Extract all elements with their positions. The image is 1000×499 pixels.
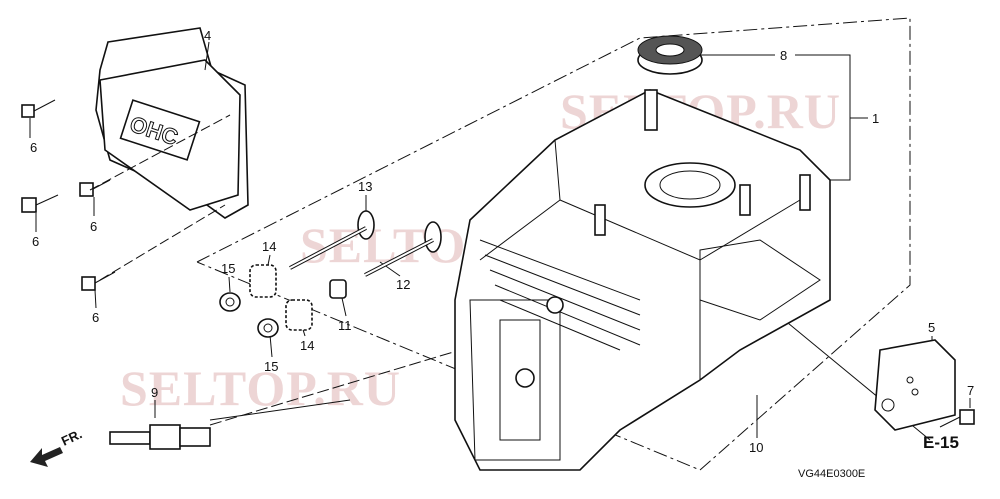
bolt-icon [21,99,116,291]
callout-10: 10 [749,440,763,455]
callout-13: 13 [358,179,372,194]
head-cover: OHC [95,27,249,219]
crankcase [454,89,831,471]
callouts: 4 6 6 6 6 8 1 13 14 15 12 11 14 15 9 10 … [30,28,974,480]
callout-8: 8 [780,48,787,63]
callout-15: 15 [264,359,278,374]
assembly-frame [196,17,911,471]
callout-14: 14 [300,338,314,353]
callout-14: 14 [262,239,276,254]
callout-11: 11 [338,318,352,333]
callout-1: 1 [872,111,879,126]
cover-plate [874,339,975,431]
oil-seal [637,35,703,75]
callout-6: 6 [90,219,97,234]
valve-spring [219,264,347,338]
reference-label: E-15 [923,433,959,452]
callout-15: 15 [221,261,235,276]
callout-9: 9 [151,385,158,400]
callout-6: 6 [92,310,99,325]
callout-7: 7 [967,383,974,398]
watermark: SELTOP.RU [120,360,401,416]
diagram-code: VG44E0300E [798,468,865,480]
front-direction-arrow: FR. [30,426,84,467]
callout-12: 12 [396,277,410,292]
callout-6: 6 [32,234,39,249]
callout-4: 4 [204,28,211,43]
front-label: FR. [59,426,84,448]
valve [289,210,442,277]
callout-5: 5 [928,320,935,335]
spark-plug [109,424,211,450]
callout-6: 6 [30,140,37,155]
